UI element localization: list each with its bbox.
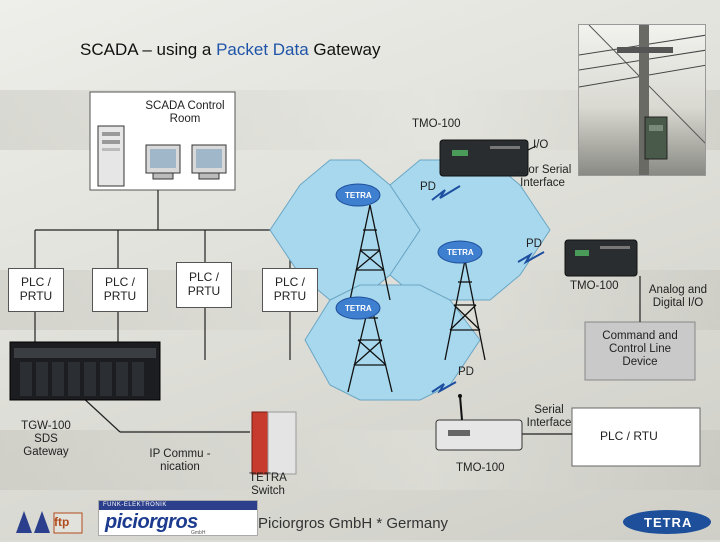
tmo100-label-top: TMO-100 <box>412 118 461 130</box>
pd-label: PD <box>458 366 474 378</box>
command-device-box <box>584 321 696 381</box>
tetra-cloud-label: TETRA <box>345 191 372 200</box>
radio-link-icon <box>431 185 461 201</box>
footer-text: Piciorgros GmbH * Germany <box>258 515 449 532</box>
title-highlight: Packet Data <box>216 40 309 59</box>
gateway-label: TGW-100 SDS Gateway <box>21 420 71 459</box>
ftp-logo-text: ftp <box>54 515 70 529</box>
analog-digital-io-label: Analog and Digital I/O <box>648 284 708 310</box>
slide-title: SCADA – using a Packet Data Gateway <box>80 40 381 60</box>
tetra-logo-drawing <box>623 510 711 534</box>
tetra-tower-icon <box>349 204 391 301</box>
brand-name: piciorgros <box>105 511 198 533</box>
control-room-label: SCADA Control Room <box>145 100 225 126</box>
ip-communication-label: IP Commu -nication <box>149 448 211 474</box>
serial-interface-top-label: … or Serial Interface <box>513 164 572 190</box>
pd-label: PD <box>420 181 436 193</box>
tetra-switch-icon <box>251 411 297 475</box>
plc-prtu-box: PLC / PRTU <box>176 262 232 308</box>
pd-label: PD <box>526 238 542 250</box>
ftp-logo: ftp <box>6 503 86 537</box>
monitor-icon <box>191 144 227 180</box>
tetra-logo-text: TETRA <box>644 515 693 530</box>
monitor-icon <box>145 144 181 180</box>
tmo100-device-icon <box>564 239 638 277</box>
tetra-cloud-icon <box>437 240 483 264</box>
brand-sub: GmbH <box>191 530 206 536</box>
tetra-switch-label: TETRA Switch <box>249 472 287 498</box>
plc-rtu-box <box>571 407 701 467</box>
command-device-label: Command and Control Line Device <box>602 330 678 369</box>
radio-link-icon <box>517 251 545 265</box>
utility-pole-photo <box>578 24 706 176</box>
tetra-cloud-icon <box>335 296 381 320</box>
tetra-cloud-label: TETRA <box>345 304 372 313</box>
utility-pole-drawing <box>579 25 705 175</box>
plc-prtu-box: PLC / PRTU <box>92 268 148 312</box>
title-prefix: SCADA – using a <box>80 40 217 59</box>
io-label: I/O <box>533 139 549 151</box>
tetra-cloud-icon <box>335 183 381 207</box>
tmo100-device-icon <box>435 394 523 451</box>
plc-prtu-box: PLC / PRTU <box>8 268 64 312</box>
tetra-cloud-label: TETRA <box>447 248 474 257</box>
tmo100-device-icon <box>439 139 537 177</box>
tetra-logo: TETRA <box>620 508 714 536</box>
piciorgros-logo: FUNK-ELEKTRONIK piciorgros GmbH <box>98 500 258 536</box>
tmo100-label-mid: TMO-100 <box>570 280 619 292</box>
tmo100-label-bottom: TMO-100 <box>456 462 505 474</box>
brand-banner: FUNK-ELEKTRONIK <box>99 501 257 510</box>
plc-rtu-label: PLC / RTU <box>600 429 658 443</box>
plc-prtu-box: PLC / PRTU <box>262 268 318 312</box>
gateway-rack-icon <box>9 341 161 401</box>
tetra-tower-icon <box>347 299 393 393</box>
title-suffix: Gateway <box>308 40 381 59</box>
radio-link-icon <box>431 381 457 394</box>
ftp-logo-drawing <box>16 511 83 534</box>
tetra-tower-icon <box>444 259 486 361</box>
serial-interface-bottom-label: Serial Interface <box>526 404 572 430</box>
